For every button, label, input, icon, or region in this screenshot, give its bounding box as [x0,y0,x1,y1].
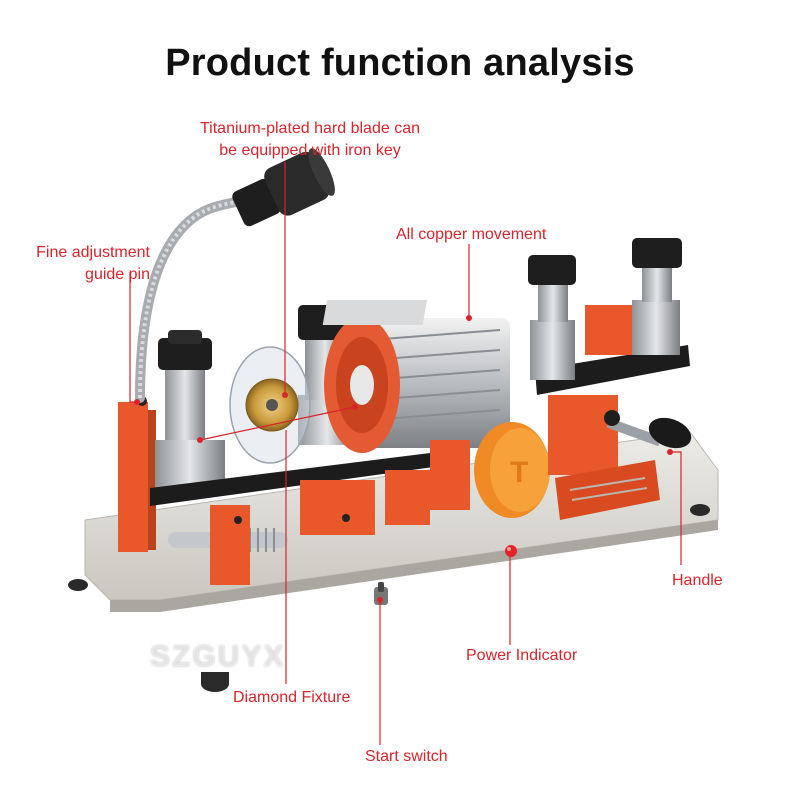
leader-lines [129,162,682,745]
callout-guide-line1: Fine adjustment [36,244,150,261]
callout-start-switch: Start switch [365,748,448,765]
adjustment-knob: T [474,422,550,518]
callout-diamond-fixture: Diamond Fixture [233,689,351,706]
guide-post [118,396,156,552]
page-title: Product function analysis [165,42,635,84]
leader-dots [134,315,673,603]
watermark: SZGUYX [150,640,286,673]
callout-handle: Handle [672,572,723,589]
callout-power-indicator: Power Indicator [466,647,578,664]
callout-blade: Titanium-plated hard blade can be equipp… [190,118,430,162]
svg-text:T: T [510,456,528,489]
callout-guide-pin: Fine adjustment guide pin [10,242,150,286]
callout-movement: All copper movement [396,226,547,243]
callout-guide-line2: guide pin [85,266,150,283]
handle [604,410,692,449]
callout-blade-line2: be equipped with iron key [219,142,401,159]
power-indicator-lamp [505,545,517,557]
left-clamp [155,330,225,495]
right-clamps [528,238,682,380]
carriage-bar [150,448,470,506]
motor [229,300,510,464]
feed-assembly [168,440,470,585]
callout-blade-line1: Titanium-plated hard blade can [200,120,420,137]
gooseneck-lamp [135,148,335,403]
